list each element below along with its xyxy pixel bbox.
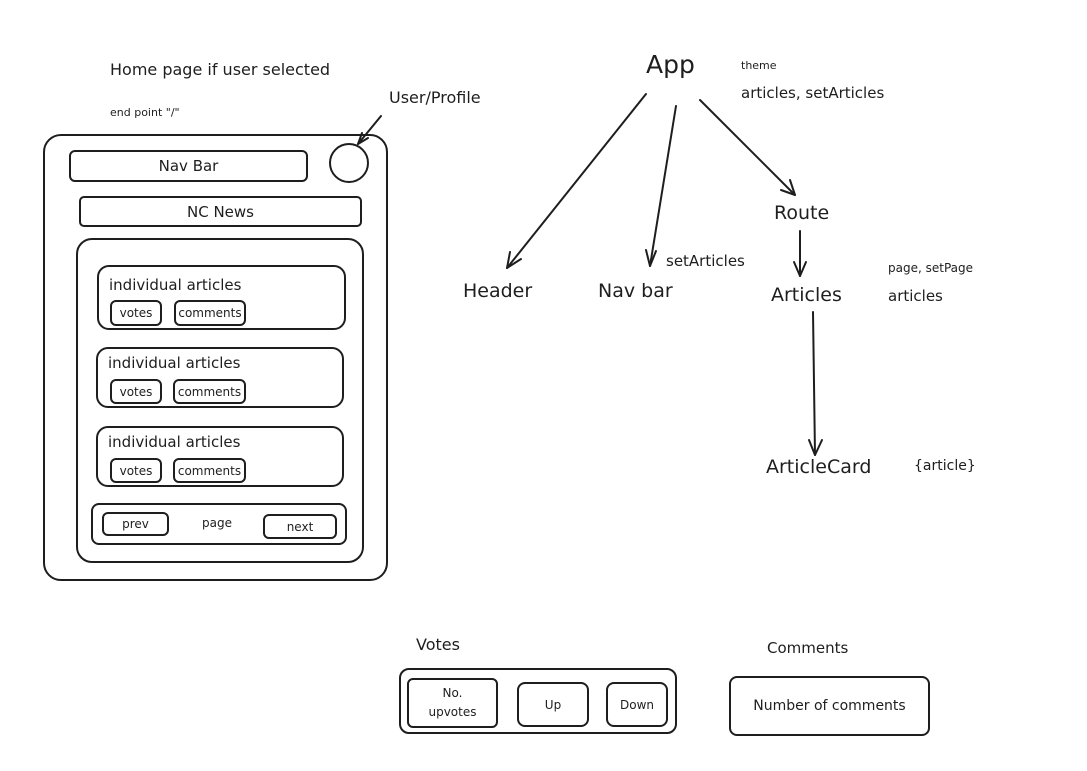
comments-component-label: Comments [767, 639, 849, 657]
articles-state-page: page, setPage [888, 261, 973, 275]
profile-label: User/Profile [389, 88, 481, 107]
page-label: page [202, 516, 232, 530]
articles-to-card-arrow [812, 311, 816, 456]
profile-arrow [357, 115, 382, 145]
article-card-props: {article} [914, 458, 976, 474]
upvote-button[interactable]: Up [517, 682, 589, 727]
comments-button[interactable]: comments [174, 300, 246, 326]
nav-bar-props: setArticles [666, 252, 745, 270]
votes-component: No. upvotes Up Down [399, 668, 677, 734]
comments-button[interactable]: comments [173, 458, 246, 483]
node-header: Header [463, 280, 533, 302]
app-to-header-arrow-head [506, 251, 522, 269]
comments-component: Number of comments [729, 676, 930, 736]
nav-bar-box[interactable]: Nav Bar [69, 150, 308, 182]
endpoint-label: end point "/" [110, 106, 180, 119]
downvote-button[interactable]: Down [606, 682, 668, 727]
app-to-navbar-arrow-head [645, 249, 657, 267]
node-articles: Articles [771, 284, 842, 306]
app-to-navbar-arrow [649, 105, 677, 267]
comment-count: Number of comments [753, 698, 906, 714]
node-route: Route [774, 202, 830, 224]
article-title: individual articles [108, 354, 241, 372]
node-nav-bar: Nav bar [598, 280, 673, 302]
nav-bar-label: Nav Bar [158, 157, 219, 175]
app-state-theme: theme [741, 59, 777, 72]
article-title: individual articles [109, 276, 242, 294]
prev-button[interactable]: prev [102, 512, 169, 536]
next-button[interactable]: next [263, 514, 337, 539]
node-article-card: ArticleCard [766, 456, 872, 478]
profile-arrow-head [357, 132, 369, 145]
site-title: NC News [187, 202, 254, 221]
app-to-header-arrow [506, 93, 647, 269]
votes-component-label: Votes [416, 635, 460, 654]
site-title-box: NC News [79, 196, 362, 227]
votes-button[interactable]: votes [110, 458, 162, 483]
app-to-route-arrow [699, 99, 796, 196]
article-card[interactable]: individual articles votes comments [97, 265, 346, 330]
article-card[interactable]: individual articles votes comments [96, 347, 344, 408]
app-state-articles: articles, setArticles [741, 84, 885, 102]
profile-avatar[interactable] [329, 143, 369, 183]
article-title: individual articles [108, 433, 241, 451]
app-to-route-arrow-head [780, 179, 796, 196]
article-card[interactable]: individual articles votes comments [96, 426, 344, 487]
wireframe-heading: Home page if user selected [110, 60, 331, 79]
comments-button[interactable]: comments [173, 379, 246, 404]
votes-button[interactable]: votes [110, 379, 162, 404]
pagination-bar: prev page next [91, 503, 347, 545]
route-to-articles-arrow-head [793, 261, 807, 277]
upvote-count: No. upvotes [407, 678, 498, 728]
articles-to-card-arrow-head [808, 439, 823, 456]
votes-button[interactable]: votes [110, 300, 162, 326]
articles-state-articles: articles [888, 287, 943, 305]
node-app: App [646, 50, 695, 79]
